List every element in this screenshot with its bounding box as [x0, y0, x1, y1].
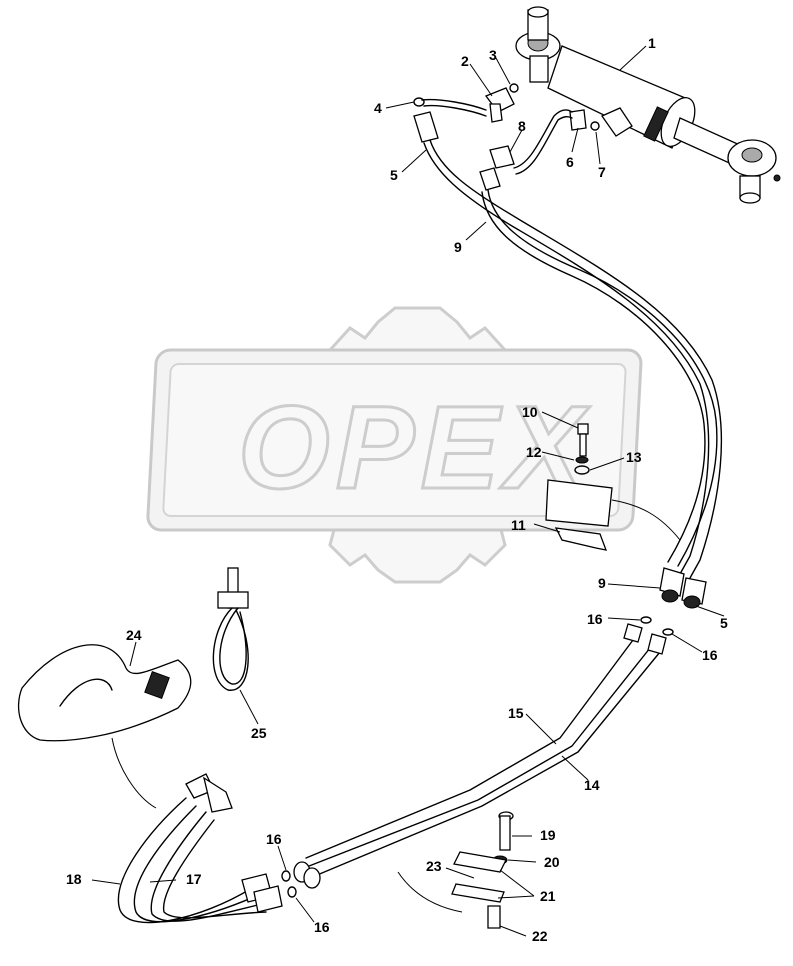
callout-16-c: 16: [266, 831, 282, 847]
callout-17: 17: [186, 871, 202, 887]
callout-13: 13: [626, 449, 642, 465]
callout-7: 7: [598, 164, 606, 180]
callout-16-b: 16: [702, 647, 718, 663]
callout-8: 8: [518, 118, 526, 134]
callout-15: 15: [508, 705, 524, 721]
fitting-elbow-2: [484, 87, 515, 123]
hose-guide-line: [111, 737, 157, 809]
callout-25: 25: [251, 725, 267, 741]
callout-9-lower: 9: [598, 575, 606, 591]
callout-3: 3: [489, 47, 497, 63]
plate-21b: [451, 883, 505, 903]
callout-14: 14: [584, 777, 600, 793]
callout-21: 21: [540, 888, 556, 904]
fitting-6: [569, 109, 587, 131]
leader-lines: [91, 45, 725, 937]
callout-2: 2: [461, 53, 469, 69]
bolt-19: [498, 811, 514, 851]
o-ring-16b: [662, 628, 674, 636]
hose-end-fittings: [659, 567, 707, 609]
callout-6: 6: [566, 154, 574, 170]
plate-21a: [453, 851, 507, 873]
callout-20: 20: [544, 854, 560, 870]
cable-tie-25: [212, 567, 249, 691]
callout-11: 11: [511, 517, 526, 533]
hose-sleeve-24: [18, 644, 192, 742]
callout-24: 24: [126, 627, 142, 643]
clamp-block: [545, 479, 613, 527]
washer-13: [574, 465, 590, 475]
hydraulic-cylinder: [515, 6, 781, 204]
clamp-11: [554, 527, 608, 551]
watermark-text: OPEX: [238, 382, 590, 514]
bolt-10: [577, 423, 589, 457]
pipe-4: [421, 98, 487, 117]
hose-9-upper: [479, 167, 718, 567]
o-ring-3: [509, 83, 519, 93]
callout-12: 12: [526, 444, 542, 460]
callout-5-lower: 5: [720, 615, 728, 631]
washer-12: [575, 456, 589, 464]
callout-19: 19: [540, 827, 556, 843]
callout-5-upper: 5: [390, 167, 398, 183]
callout-9-upper: 9: [454, 239, 462, 255]
spacer-22: [487, 905, 501, 929]
callout-22: 22: [532, 928, 548, 944]
callout-10: 10: [522, 404, 538, 420]
callout-1: 1: [648, 35, 656, 51]
hose-5-upper: [413, 111, 723, 579]
o-ring-16d: [287, 886, 297, 898]
watermark-badge-inner: [162, 363, 627, 517]
elbow-fitting-8: [489, 145, 515, 169]
callout-16-d: 16: [314, 919, 330, 935]
callout-23: 23: [426, 858, 442, 874]
o-ring-7: [590, 121, 600, 131]
o-ring-16c: [281, 870, 291, 882]
hoses-17-18: [117, 773, 283, 924]
elbow-fitting-7: [601, 107, 633, 137]
o-ring-16a: [640, 616, 652, 624]
steel-line-14-15: [293, 623, 667, 889]
watermark-logo: OPEX: [146, 306, 643, 584]
callout-16-a: 16: [587, 611, 603, 627]
pipe-8: [513, 109, 573, 175]
callout-4: 4: [374, 100, 382, 116]
guide-line-23: [397, 871, 463, 913]
o-ring-4: [413, 97, 425, 107]
callout-18: 18: [66, 871, 82, 887]
